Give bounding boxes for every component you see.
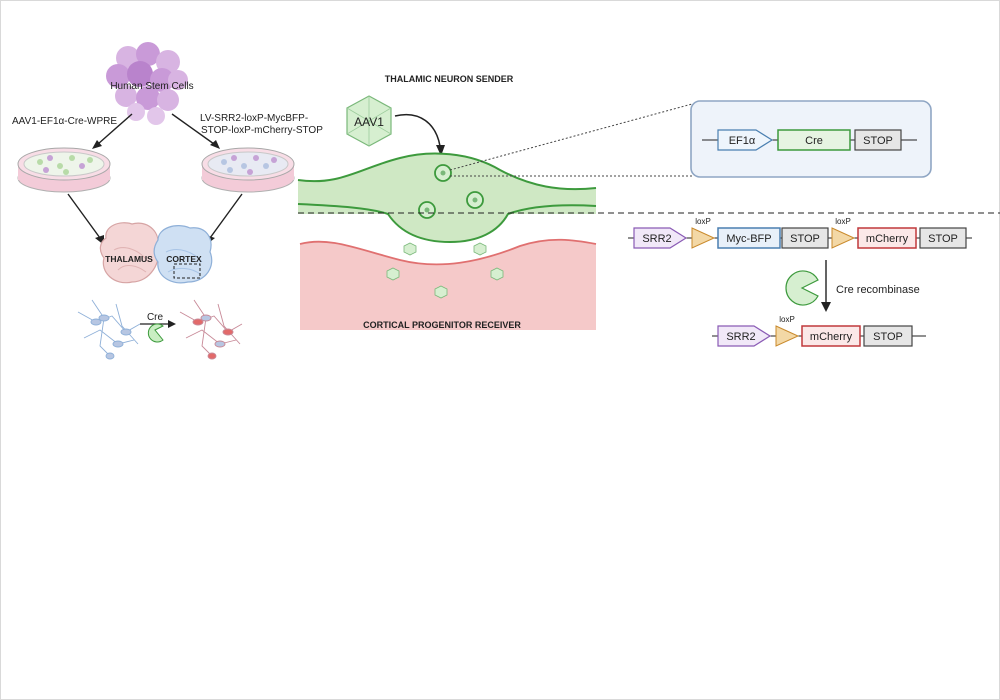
aav-capsid-facets bbox=[346, 96, 392, 146]
cre-gene-label: Cre bbox=[805, 135, 823, 147]
dish-arrows bbox=[67, 193, 243, 239]
ef1a-label: EF1α bbox=[729, 135, 756, 147]
srr2-label-recombined: SRR2 bbox=[726, 331, 755, 343]
srr2-promoter-recombined bbox=[717, 325, 772, 347]
cre-label-left: Cre bbox=[147, 312, 164, 323]
mcherry-box-recombined bbox=[801, 325, 861, 347]
petri-dish-right bbox=[201, 147, 295, 193]
recombination-arrow-head bbox=[821, 302, 831, 312]
aav-construct-label: AAV1-EF1α-Cre-WPRE bbox=[12, 116, 117, 127]
mcherry-label-1: mCherry bbox=[866, 233, 909, 245]
arrow-head-left bbox=[92, 140, 102, 149]
stem-cells-label: Human Stem Cells bbox=[110, 81, 193, 92]
recombined-stop-box bbox=[863, 325, 913, 347]
neuron-network-before bbox=[77, 299, 141, 360]
zoom-lines bbox=[449, 103, 693, 177]
aav-infection-arrow bbox=[394, 113, 441, 147]
petri-dish-left bbox=[17, 147, 111, 193]
mcherry-box-1 bbox=[857, 227, 917, 249]
cre-pacman-icon-left bbox=[147, 323, 164, 343]
recombined-stop-label: STOP bbox=[873, 331, 903, 343]
sender-synapse-terminal bbox=[388, 214, 508, 242]
receiver-stop-label-1: STOP bbox=[790, 233, 820, 245]
sender-neuron-bottom-membrane bbox=[297, 203, 597, 244]
mcherry-label-recombined: mCherry bbox=[810, 331, 853, 343]
myc-bfp-label: Myc-BFP bbox=[726, 233, 771, 245]
stem-cell-cluster bbox=[106, 42, 188, 125]
arrow-head-right bbox=[210, 140, 220, 149]
sender-neuron-top-membrane bbox=[297, 152, 597, 191]
myc-bfp-box bbox=[717, 227, 781, 249]
receiver-cell-body bbox=[300, 239, 596, 330]
cre-arrow-head-left bbox=[168, 320, 176, 328]
loxp-label-2: loxP bbox=[835, 217, 851, 226]
thalamus-organoid bbox=[99, 222, 160, 284]
receiver-stop-box-2 bbox=[919, 227, 967, 249]
stem-cell-arrows bbox=[97, 113, 215, 145]
aav-label: AAV1 bbox=[354, 115, 384, 129]
receiver-stop-box-1 bbox=[781, 227, 829, 249]
loxp-label-1: loxP bbox=[695, 217, 711, 226]
sender-stop-label: STOP bbox=[863, 135, 893, 147]
receiver-title: CORTICAL PROGENITOR RECEIVER bbox=[363, 320, 521, 330]
receiver-membrane bbox=[299, 238, 597, 266]
released-aav-particles bbox=[386, 242, 504, 299]
cre-recombinase-label: Cre recombinase bbox=[836, 284, 920, 296]
loxp-label-recombined: loxP bbox=[779, 315, 795, 324]
neuron-network-after bbox=[179, 299, 243, 360]
lv-construct-label-line1: LV-SRR2-loxP-MycBFP- bbox=[200, 113, 308, 124]
loxp-site-2 bbox=[831, 227, 856, 249]
cre-pacman-icon-right bbox=[785, 270, 819, 306]
cre-gene-box bbox=[777, 129, 851, 151]
srr2-label: SRR2 bbox=[642, 233, 671, 245]
vesicle-cargo bbox=[424, 170, 478, 213]
cortex-label: CORTEX bbox=[166, 254, 202, 264]
sender-neuron-body bbox=[298, 153, 596, 214]
sender-title: THALAMIC NEURON SENDER bbox=[385, 74, 514, 84]
aav-infection-arrow-head bbox=[436, 145, 445, 156]
cortex-zoom-box bbox=[173, 263, 201, 279]
lv-construct-label-line2: STOP-loxP-mCherry-STOP bbox=[201, 125, 323, 136]
receiver-stop-label-2: STOP bbox=[928, 233, 958, 245]
sender-stop-box bbox=[854, 129, 902, 151]
thalamus-label: THALAMUS bbox=[105, 254, 153, 264]
loxp-site-1 bbox=[691, 227, 716, 249]
srr2-promoter bbox=[633, 227, 688, 249]
loxp-site-recombined bbox=[775, 325, 800, 347]
cortex-organoid bbox=[153, 225, 213, 284]
ef1a-promoter bbox=[717, 129, 774, 151]
